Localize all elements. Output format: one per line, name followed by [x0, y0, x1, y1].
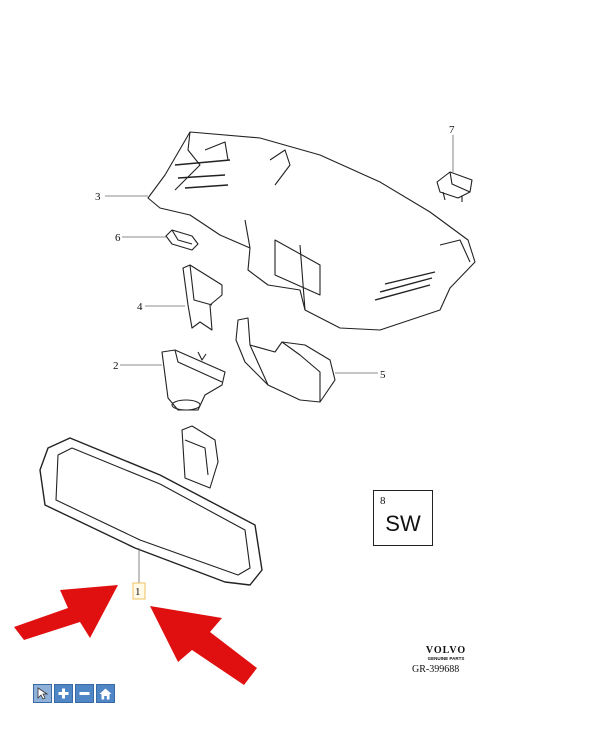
callout-1-highlight	[132, 582, 146, 600]
arrow-left-icon	[14, 585, 118, 640]
callout-4[interactable]: 4	[137, 301, 143, 313]
callout-6[interactable]: 6	[115, 232, 121, 244]
part-7-clip[interactable]	[436, 171, 473, 202]
leader-lines	[105, 135, 454, 585]
minus-icon	[79, 692, 90, 695]
brand-subtitle: GENUINE PARTS	[427, 656, 465, 661]
callout-5[interactable]: 5	[380, 369, 386, 381]
callout-3[interactable]: 3	[95, 191, 101, 203]
select-tool-button[interactable]	[33, 684, 52, 703]
callout-7[interactable]: 7	[449, 124, 455, 136]
zoom-out-button[interactable]	[75, 684, 94, 703]
volvo-logo: VOLVO GENUINE PARTS	[416, 645, 476, 661]
part-6-clip[interactable]	[165, 229, 199, 251]
home-icon	[99, 688, 112, 699]
zoom-in-button[interactable]	[54, 684, 73, 703]
part-1-mirror[interactable]	[39, 425, 263, 586]
part-5-trim[interactable]	[235, 317, 336, 403]
callout-1[interactable]: 1	[135, 586, 141, 598]
part-8-sw-box[interactable]: 8 SW	[373, 490, 433, 546]
arrow-right-icon	[150, 606, 257, 685]
home-button[interactable]	[96, 684, 115, 703]
part-3-cover[interactable]	[147, 131, 476, 331]
part-4-bracket[interactable]	[182, 264, 223, 331]
callout-2[interactable]: 2	[113, 360, 119, 372]
part-2-housing[interactable]	[161, 349, 226, 411]
diagram-reference: GR-399688	[412, 664, 460, 675]
red-arrows	[14, 585, 257, 685]
brand-name: VOLVO	[425, 645, 467, 656]
diagram-toolbar	[33, 684, 115, 704]
callout-8: 8	[380, 495, 386, 507]
cursor-icon	[37, 687, 48, 700]
sw-label: SW	[385, 511, 421, 536]
plus-icon	[58, 688, 69, 699]
